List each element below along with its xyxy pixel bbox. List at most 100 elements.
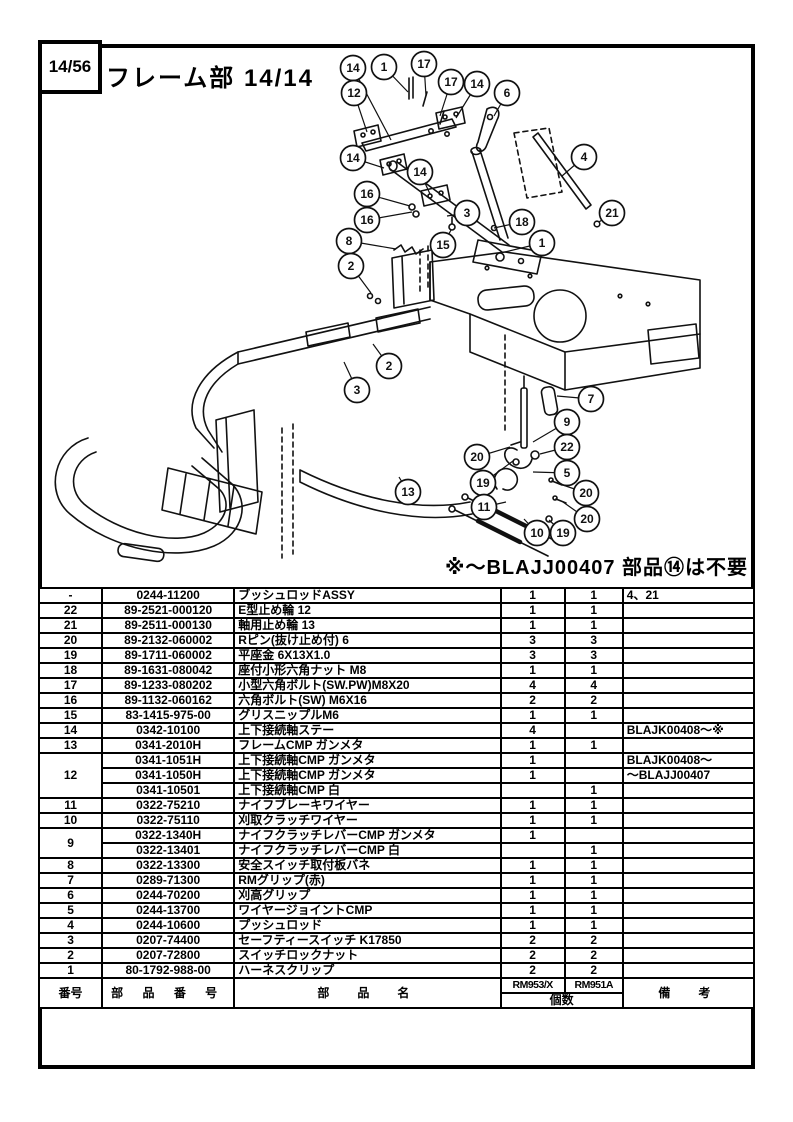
- col-part-name: 軸用止め輪 13: [233, 617, 502, 634]
- callout-11: 11: [470, 493, 507, 521]
- col-qty-rm953x: 1: [499, 917, 566, 934]
- col-part-name: ナイフブレーキワイヤー: [233, 797, 502, 814]
- svg-text:19: 19: [476, 476, 490, 490]
- col-part-number: 0342-10100: [101, 722, 236, 739]
- col-part-number: 89-1631-080042: [101, 662, 236, 679]
- svg-text:20: 20: [580, 512, 594, 526]
- col-part-number: 0322-75110: [101, 812, 236, 829]
- col-part-name: ナイフクラッチレバーCMP ガンメタ: [233, 827, 502, 844]
- svg-text:17: 17: [417, 57, 431, 71]
- col-part-number: 89-2521-000120: [101, 602, 236, 619]
- col-part-number: 80-1792-988-00: [101, 962, 236, 979]
- callout-13: 13: [394, 476, 422, 506]
- page-title: フレーム部 14/14: [106, 65, 315, 92]
- col-qty-rm953x: 1: [499, 617, 566, 634]
- svg-text:15: 15: [436, 238, 450, 252]
- col-number: 19: [37, 647, 104, 664]
- callout-16: 16: [353, 180, 411, 208]
- svg-text:14: 14: [413, 165, 427, 179]
- col-qty-rm953x: 1: [499, 887, 566, 904]
- col-remarks: [621, 872, 756, 889]
- svg-text:22: 22: [560, 440, 574, 454]
- col-qty-rm951a: 2: [563, 692, 624, 709]
- col-number: 13: [37, 737, 104, 754]
- col-part-name: ナイフクラッチレバーCMP 白: [233, 842, 502, 859]
- callout-2: 2: [372, 343, 403, 380]
- callout-10: 10: [523, 518, 551, 547]
- col-part-name: スイッチロックナット: [233, 947, 502, 964]
- callout-21: 21: [598, 199, 626, 227]
- svg-text:14: 14: [346, 151, 360, 165]
- svg-text:7: 7: [588, 392, 595, 406]
- col-qty-rm951a: 2: [563, 947, 624, 964]
- col-qty-rm951a: 2: [563, 962, 624, 979]
- col-part-number: 0341-1050H: [101, 767, 236, 784]
- col-number: 10: [37, 812, 104, 829]
- col-part-number: 89-1132-060162: [101, 692, 236, 709]
- callout-8: 8: [335, 227, 397, 255]
- col-remarks: [621, 782, 756, 799]
- col-qty-rm951a: 1: [563, 872, 624, 889]
- col-qty-rm951a: 1: [563, 842, 624, 859]
- col-part-name: 上下接続軸CMP ガンメタ: [233, 752, 502, 769]
- col-number: 11: [37, 797, 104, 814]
- col-remarks: [621, 692, 756, 709]
- col-qty-rm951a: 1: [563, 812, 624, 829]
- col-qty-rm951a: 1: [563, 782, 624, 799]
- col-part-name: 刈取クラッチワイヤー: [233, 812, 502, 829]
- col-remarks: [621, 677, 756, 694]
- col-part-name: ワイヤージョイントCMP: [233, 902, 502, 919]
- svg-text:9: 9: [564, 415, 571, 429]
- svg-text:3: 3: [464, 206, 471, 220]
- col-number: 2: [37, 947, 104, 964]
- col-qty-rm951a: [563, 767, 624, 784]
- col-part-number: 0289-71300: [101, 872, 236, 889]
- svg-text:1: 1: [381, 60, 388, 74]
- callout-14: 14: [339, 144, 385, 172]
- col-qty-rm951a: 3: [563, 647, 624, 664]
- callout-12: 12: [340, 79, 368, 133]
- col-number: 16: [37, 692, 104, 709]
- col-number: 15: [37, 707, 104, 724]
- col-remarks: [621, 902, 756, 919]
- col-part-name: 刈高グリップ: [233, 887, 502, 904]
- col-remarks: [621, 887, 756, 904]
- col-number: 6: [37, 887, 104, 904]
- col-remarks: [621, 617, 756, 634]
- col-part-name: E型止め輪 12: [233, 602, 502, 619]
- callout-20: 20: [463, 443, 511, 471]
- col-part-name: ブッシュロッドASSY: [233, 587, 502, 604]
- col-remarks: [621, 647, 756, 664]
- col-qty-rm951a: 1: [563, 587, 624, 604]
- col-qty-rm951a: 1: [563, 887, 624, 904]
- col-qty-rm953x: 1: [499, 872, 566, 889]
- svg-text:2: 2: [348, 259, 355, 273]
- svg-text:17: 17: [444, 75, 458, 89]
- col-qty-rm953x: 2: [499, 932, 566, 949]
- col-number: 4: [37, 917, 104, 934]
- sheet-number: 14/56: [48, 57, 92, 76]
- svg-text:18: 18: [515, 215, 529, 229]
- col-part-name: 平座金 6X13X1.0: [233, 647, 502, 664]
- col-remarks: [621, 662, 756, 679]
- col-qty-rm953x: 1: [499, 857, 566, 874]
- col-qty-rm953x: 1: [499, 707, 566, 724]
- col-qty-rm951a: 1: [563, 857, 624, 874]
- col-qty-rm951a: 1: [563, 707, 624, 724]
- header-part-number: 部 品 番 号: [101, 977, 236, 1009]
- svg-text:11: 11: [478, 500, 491, 514]
- callout-19: 19: [548, 519, 577, 547]
- page-border: [38, 44, 755, 1069]
- callout-5: 5: [532, 459, 581, 487]
- svg-text:1: 1: [539, 236, 546, 250]
- col-remarks: BLAJK00408〜※: [621, 722, 756, 739]
- col-qty-rm953x: 3: [499, 632, 566, 649]
- col-qty-rm951a: 1: [563, 797, 624, 814]
